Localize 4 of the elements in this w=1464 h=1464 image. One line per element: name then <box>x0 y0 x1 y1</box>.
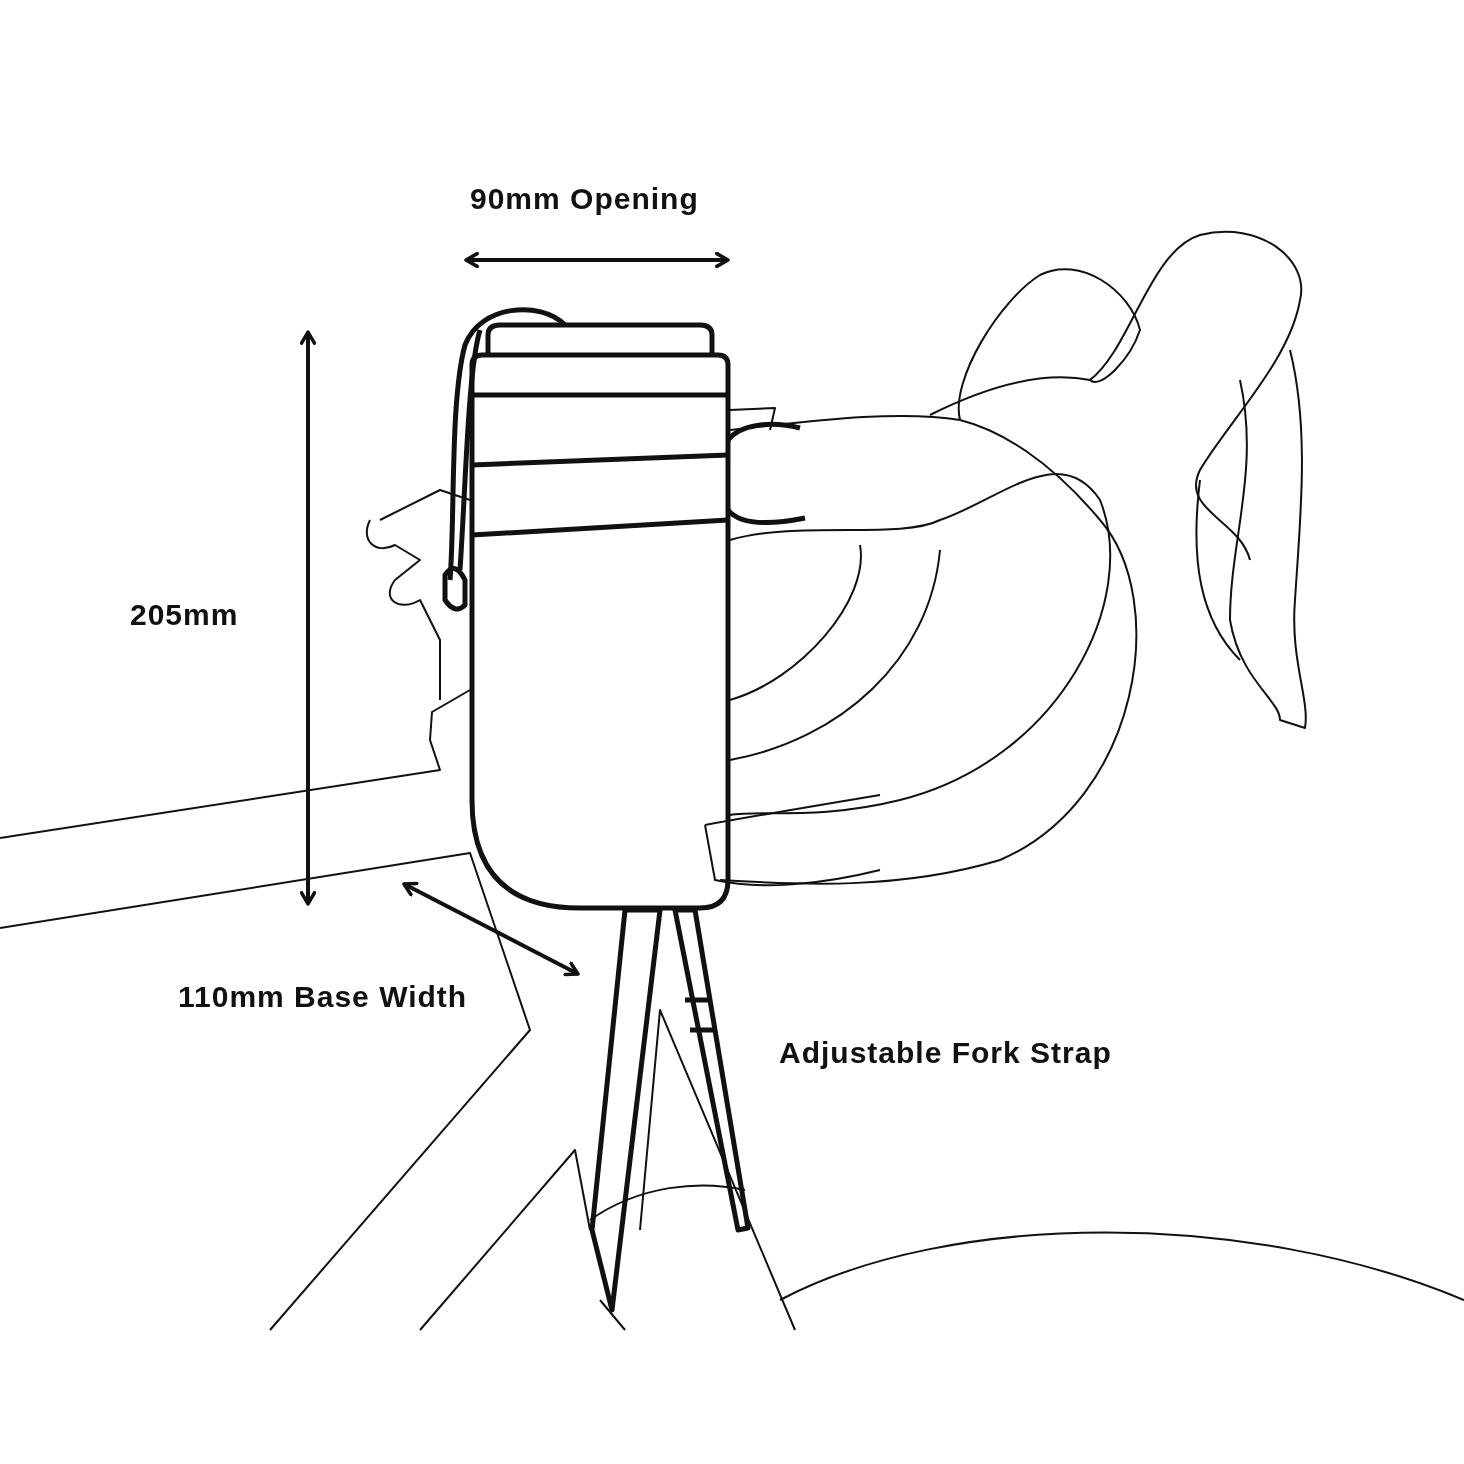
dimension-label: 205mm <box>130 598 239 632</box>
dimension-label: 110mm Base Width <box>178 980 468 1014</box>
part-label: Adjustable Fork Strap <box>779 1036 1112 1070</box>
dimension-label: 90mm Opening <box>470 182 699 216</box>
